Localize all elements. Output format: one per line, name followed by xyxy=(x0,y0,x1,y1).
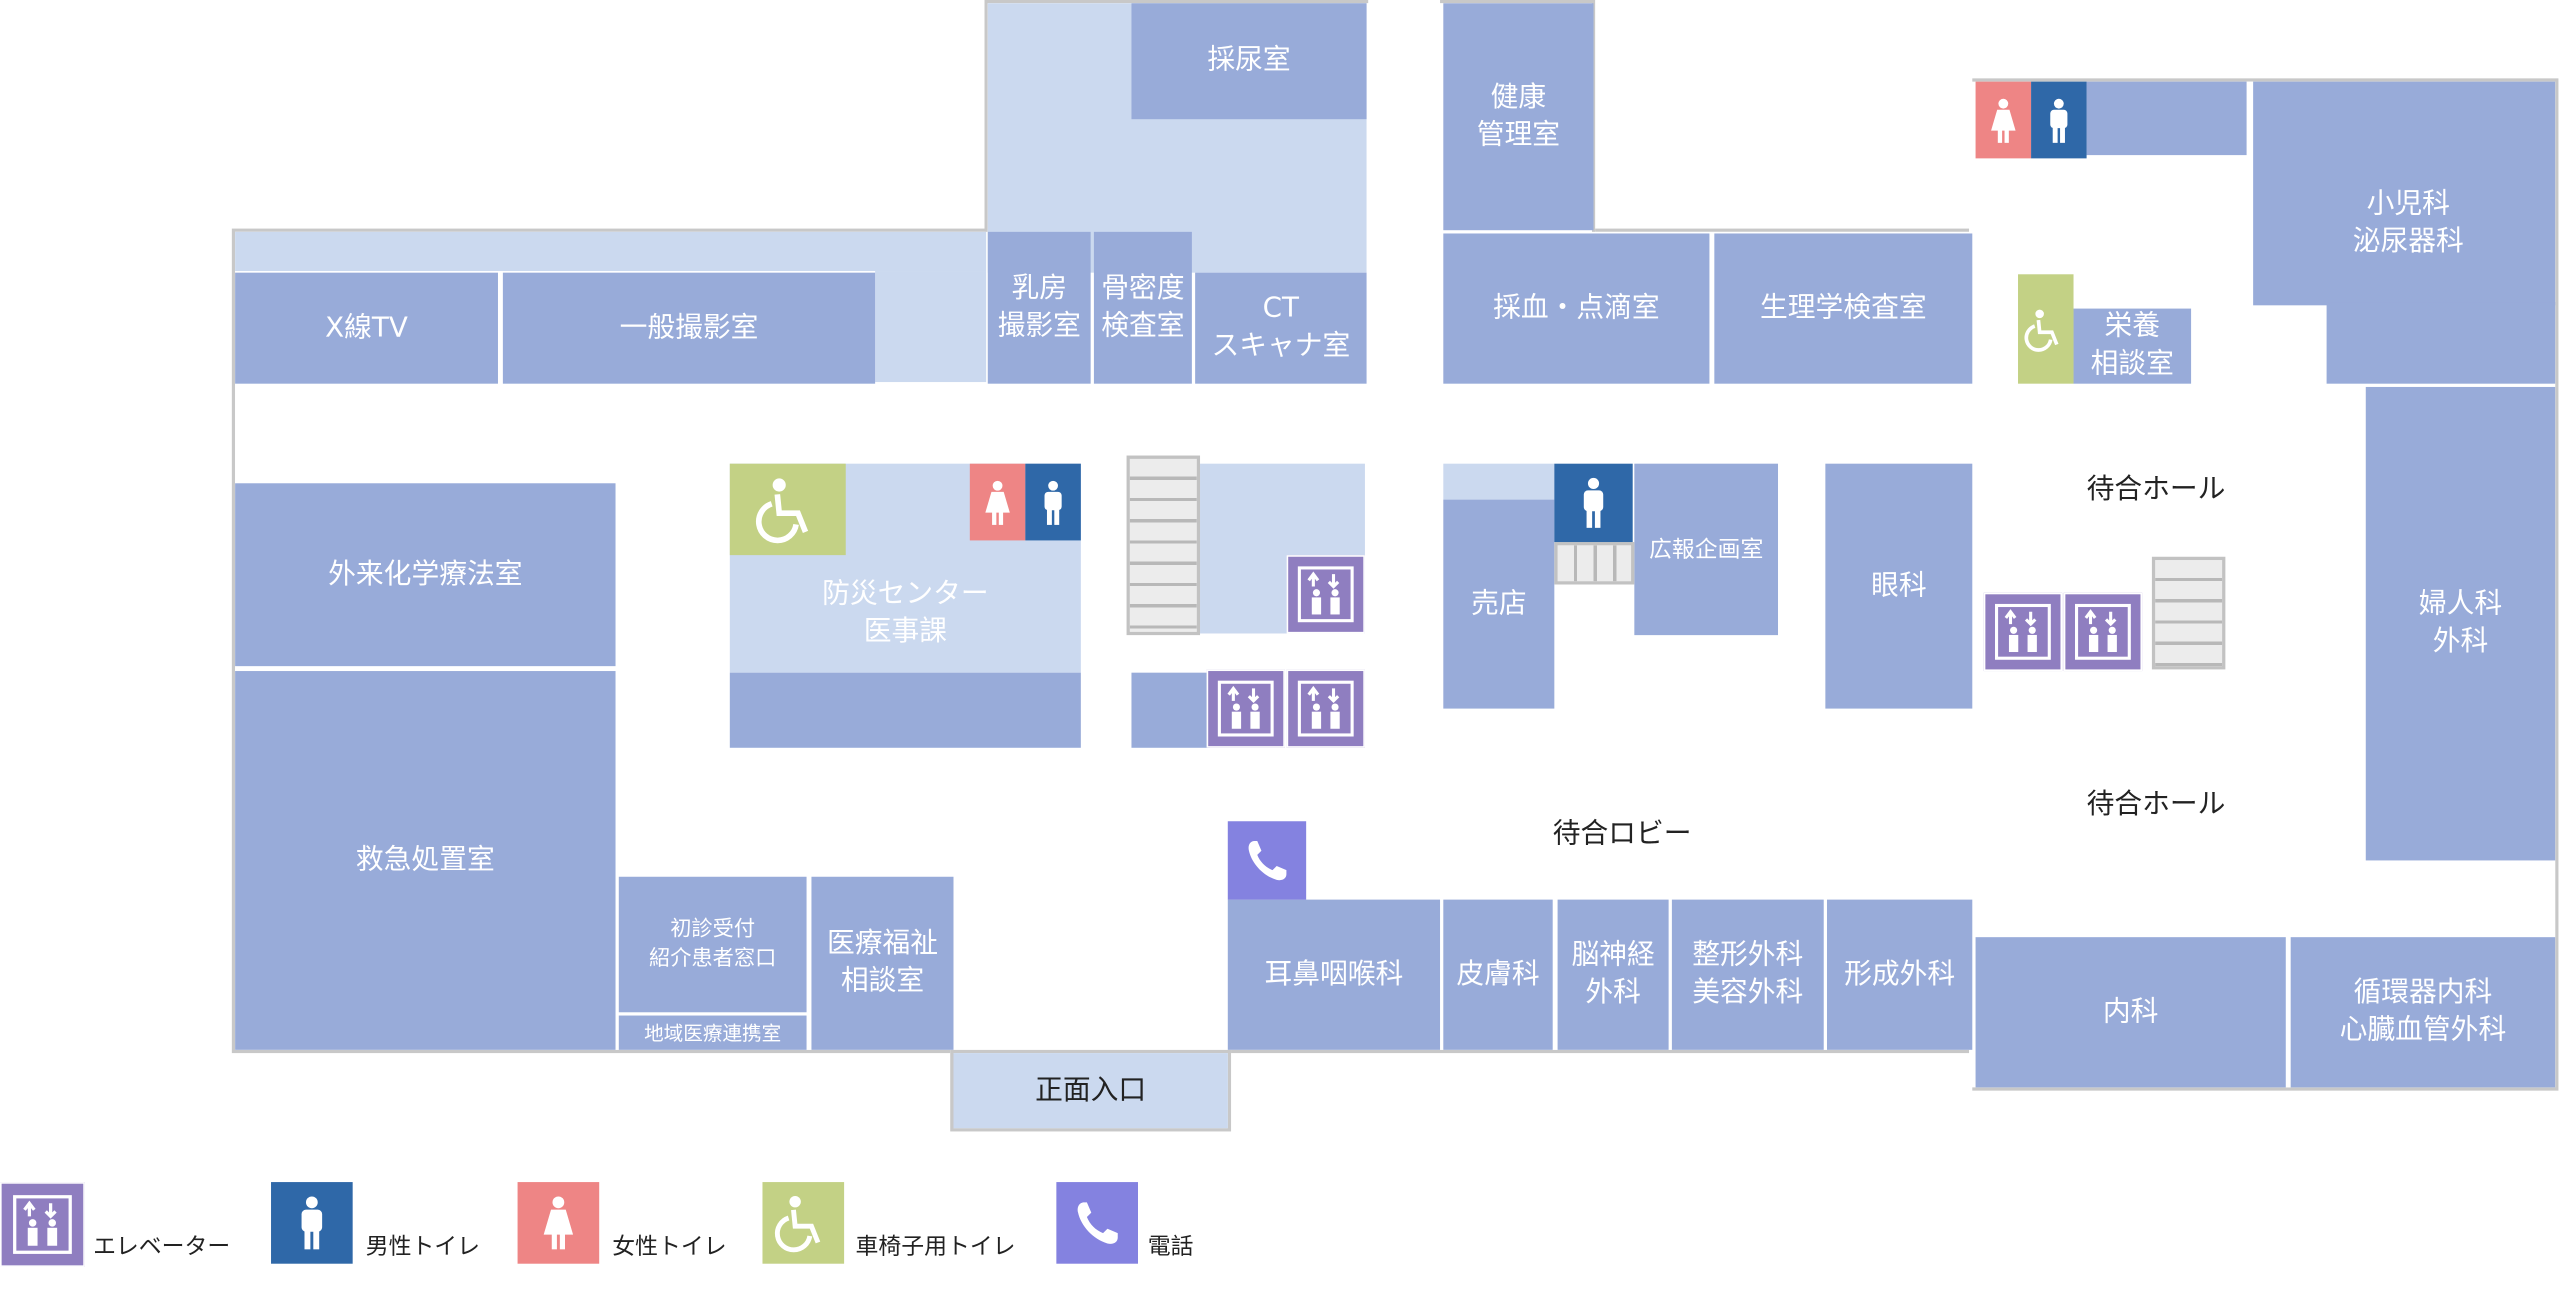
female-toilet-icon xyxy=(517,1182,600,1264)
room-shoshin[interactable]: 初診受付 紹介患者窓口 xyxy=(618,876,807,1013)
room-baiten[interactable]: 売店 xyxy=(1443,499,1555,709)
corridor-top-left xyxy=(235,231,987,272)
room-nyubo[interactable]: 乳房 撮影室 xyxy=(987,231,1091,384)
stairs-shop xyxy=(1554,542,1635,585)
room-ct[interactable]: CT スキャナ室 xyxy=(1195,272,1367,384)
room-bosai-lower xyxy=(729,672,1081,748)
gap-between-top-blocks xyxy=(1368,0,1441,232)
corridor-radiology xyxy=(875,271,987,383)
room-gairai-kagaku[interactable]: 外来化学療法室 xyxy=(235,483,616,667)
room-kotsumitsudo[interactable]: 骨密度 検査室 xyxy=(1093,231,1192,384)
female-toilet-icon[interactable] xyxy=(969,463,1026,541)
room-ippan[interactable]: 一般撮影室 xyxy=(502,272,876,384)
room-seiri[interactable]: 生理学検査室 xyxy=(1714,233,1973,384)
legend-male-toilet-label: 男性トイレ xyxy=(365,1234,481,1261)
elevator-icon[interactable] xyxy=(2063,592,2143,672)
room-shoni-label: 小児科 泌尿器科 xyxy=(2352,187,2464,258)
room-saiketsu[interactable]: 採血・点滴室 xyxy=(1443,233,1710,384)
elevator-icon[interactable] xyxy=(1286,555,1365,634)
room-kyukyu[interactable]: 救急処置室 xyxy=(235,671,616,1050)
legend-wheelchair-toilet: 車椅子用トイレ xyxy=(762,1182,1056,1267)
female-toilet-icon[interactable] xyxy=(1975,81,2032,159)
elevator-icon xyxy=(0,1182,85,1267)
room-keisei[interactable]: 形成外科 xyxy=(1826,899,1973,1050)
waiting-lobby-label: 待合ロビー xyxy=(1552,817,1692,851)
wheelchair-toilet-icon xyxy=(762,1182,845,1264)
elevator-icon[interactable] xyxy=(1286,669,1365,748)
legend-phone: 電話 xyxy=(1056,1182,1236,1267)
phone-icon[interactable] xyxy=(1227,821,1307,900)
room-seikei[interactable]: 整形外科 美容外科 xyxy=(1671,899,1824,1050)
elevator-icon[interactable] xyxy=(1983,592,2063,672)
corridor-shop xyxy=(1443,463,1555,500)
legend-male-toilet: 男性トイレ xyxy=(271,1182,516,1267)
room-xray-tv[interactable]: X線TV xyxy=(235,272,498,384)
waiting-hall-top-label: 待合ホール xyxy=(2086,473,2226,507)
room-junkanki[interactable]: 循環器内科 心臓血管外科 xyxy=(2290,937,2556,1088)
stairs-right xyxy=(2151,556,2226,670)
room-iryo-fukushi[interactable]: 医療福祉 相談室 xyxy=(811,876,954,1050)
male-toilet-icon xyxy=(271,1182,353,1264)
phone-icon xyxy=(1056,1182,1138,1264)
room-noshinkei[interactable]: 脳神経 外科 xyxy=(1557,899,1669,1050)
room-shoni-bottom xyxy=(2326,302,2556,384)
wheelchair-toilet-icon[interactable] xyxy=(729,463,846,556)
room-elevator-lower xyxy=(1131,672,1210,748)
room-ganka[interactable]: 眼科 xyxy=(1825,463,1973,709)
legend-wheelchair-toilet-label: 車椅子用トイレ xyxy=(855,1234,1016,1261)
room-koho[interactable]: 広報企画室 xyxy=(1634,463,1779,636)
room-hifu[interactable]: 皮膚科 xyxy=(1443,899,1553,1050)
legend-elevator: エレベーター xyxy=(0,1182,261,1267)
main-entrance[interactable]: 正面入口 xyxy=(1035,1073,1147,1107)
legend-phone-label: 電話 xyxy=(1147,1234,1194,1261)
room-fujin[interactable]: 婦人科 外科 xyxy=(2365,386,2556,861)
male-toilet-icon[interactable] xyxy=(1025,463,1081,541)
legend-elevator-label: エレベーター xyxy=(93,1234,231,1261)
room-chiiki[interactable]: 地域医療連携室 xyxy=(618,1015,807,1050)
male-toilet-icon[interactable] xyxy=(1554,463,1633,543)
room-jibi[interactable]: 耳鼻咽喉科 xyxy=(1227,899,1441,1050)
room-naika[interactable]: 内科 xyxy=(1975,937,2286,1088)
room-shoni-top xyxy=(2253,81,2556,306)
wheelchair-toilet-icon[interactable] xyxy=(2018,274,2074,384)
stairs-center xyxy=(1126,455,1201,636)
room-eiyo[interactable]: 栄養 相談室 xyxy=(2073,308,2192,384)
elevator-icon[interactable] xyxy=(1206,669,1285,748)
legend-female-toilet-label: 女性トイレ xyxy=(612,1234,727,1261)
toilet-corridor-top-right xyxy=(2086,81,2247,156)
room-saiyo[interactable]: 採尿室 xyxy=(1131,3,1367,120)
waiting-hall-bottom-label: 待合ホール xyxy=(2086,788,2226,822)
legend-female-toilet: 女性トイレ xyxy=(517,1182,763,1267)
male-toilet-icon[interactable] xyxy=(2031,81,2087,159)
entrance-hall xyxy=(953,1053,1228,1129)
room-bosai[interactable]: 防災センター 医事課 xyxy=(822,577,989,649)
room-kenko[interactable]: 健康 管理室 xyxy=(1443,3,1594,231)
